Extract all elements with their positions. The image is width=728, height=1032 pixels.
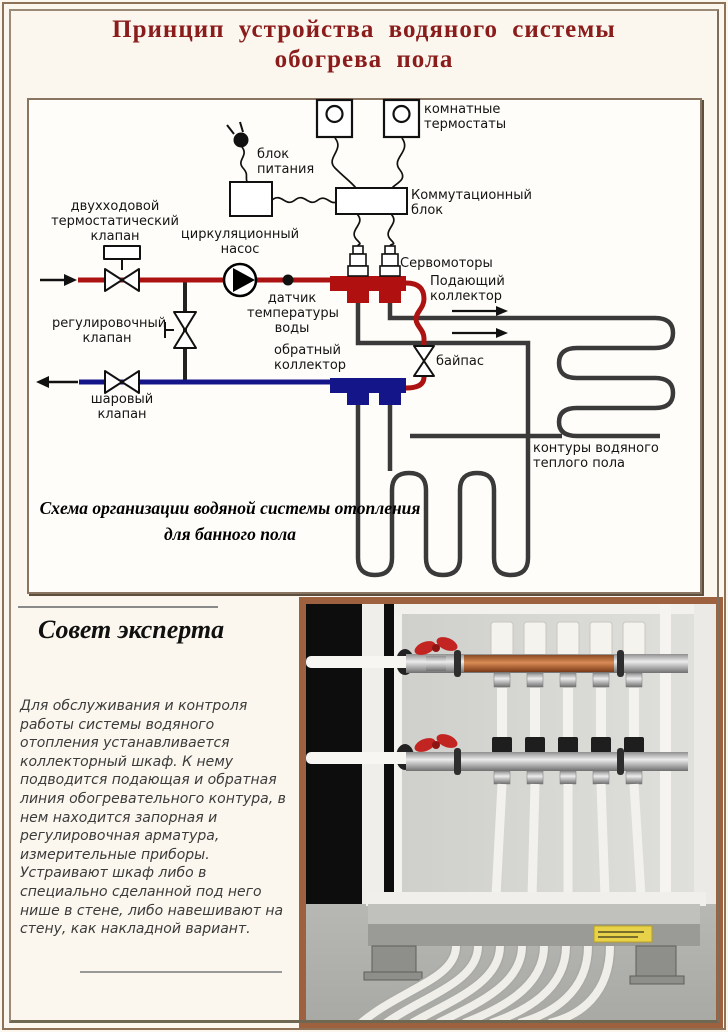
ball-valve-icon [104,370,140,394]
label-temp-sensor: датчик температуры воды [247,291,339,336]
power-plug-icon [226,121,249,148]
label-bypass: байпас [436,354,485,369]
page-title-line2: обогрева пола [274,46,454,73]
cabinet-feet [363,945,685,985]
upper-valve-bodies [493,672,643,688]
diagram-caption-line1: Схема организации водяной системы отопле… [39,498,421,518]
label-supply-collector: Подающий коллектор [430,274,505,304]
collector-cabinet-photo [299,597,723,1030]
power-supply-box [229,181,273,217]
circuit-flow-arrows [452,306,508,338]
label-floor-circuits: контуры водяного теплого пола [533,441,659,471]
clamp-ring-4 [617,748,624,775]
loop-pipes-down [491,783,646,897]
yellow-label [593,925,653,943]
two-way-valve-icon [103,245,141,292]
lower-serpentine-pipe [355,303,531,578]
supply-inlet-pipe [306,656,412,668]
room-thermostat-boxes [315,98,421,139]
page-title-line1: Принцип устройства водяного системы [112,16,616,43]
label-power-supply: блок питания [257,147,315,177]
cabinet-frame-bottom [366,892,706,906]
expert-divider-top [18,606,218,608]
electrical-wires [240,137,406,247]
cabinet-frame-right [694,604,716,904]
label-switching-block: Коммутационный блок [411,188,532,218]
bypass-pipe-lower [405,372,427,391]
return-inlet-pipe [306,752,412,764]
expert-body-text: Для обслуживания и контроля работы систе… [20,698,286,938]
expert-divider-bottom [80,971,282,973]
bypass-pipe [405,280,427,348]
right-riser-pipe [660,604,671,894]
servomotor-icons [347,245,401,277]
lower-manifold-bar [406,752,688,771]
label-two-way-valve: двухходовой термостатический клапан [51,199,179,244]
upper-manifold-copper [464,655,614,672]
label-circulation-pump: циркуляционный насос [180,227,300,257]
regulating-valve-icon [164,311,197,349]
label-regulating-valve: регулировочный клапан [52,316,167,346]
supply-collector [330,276,406,303]
upper-serpentine-pipe [387,303,676,439]
temp-sensor-icon [282,274,294,286]
heating-schematic [36,98,676,578]
red-valve-handle-lower [414,734,458,752]
label-servomotors: Сервомоторы [400,256,493,271]
label-ball-valve: шаровый клапан [90,392,154,422]
diagram-caption-line2: для банного пола [163,524,297,544]
lower-manifold [406,734,688,785]
lower-valve-tops [492,737,644,753]
cabinet-frame-top [394,604,716,614]
page-title: Принцип устройства водяного системы обог… [0,15,728,75]
upper-manifold [406,621,688,688]
collector-cabinet-photo-svg [306,604,716,1029]
upper-handle-stem [426,656,446,671]
switching-block-box [335,187,408,215]
label-return-collector: обратный коллектор [274,343,347,373]
clamp-ring-2 [617,650,624,677]
supply-arrow [64,274,77,286]
return-arrow [36,376,49,388]
return-collector [330,378,406,405]
flow-meter-caps [490,621,646,657]
clamp-ring-3 [454,748,461,775]
servomotor-2 [379,245,401,277]
floor-circuit-pipes [355,303,676,578]
servomotor-1 [347,245,369,277]
clamp-ring-1 [454,650,461,677]
red-valve-handle-upper [414,637,458,655]
bypass-valve-icon [413,345,435,377]
cabinet-base-upper [368,904,700,924]
label-room-thermostats: комнатные термостаты [424,102,507,132]
circulation-pump-icon [222,262,258,298]
expert-heading: Совет эксперта [38,615,225,644]
floor-pipes-fan [357,945,616,1029]
